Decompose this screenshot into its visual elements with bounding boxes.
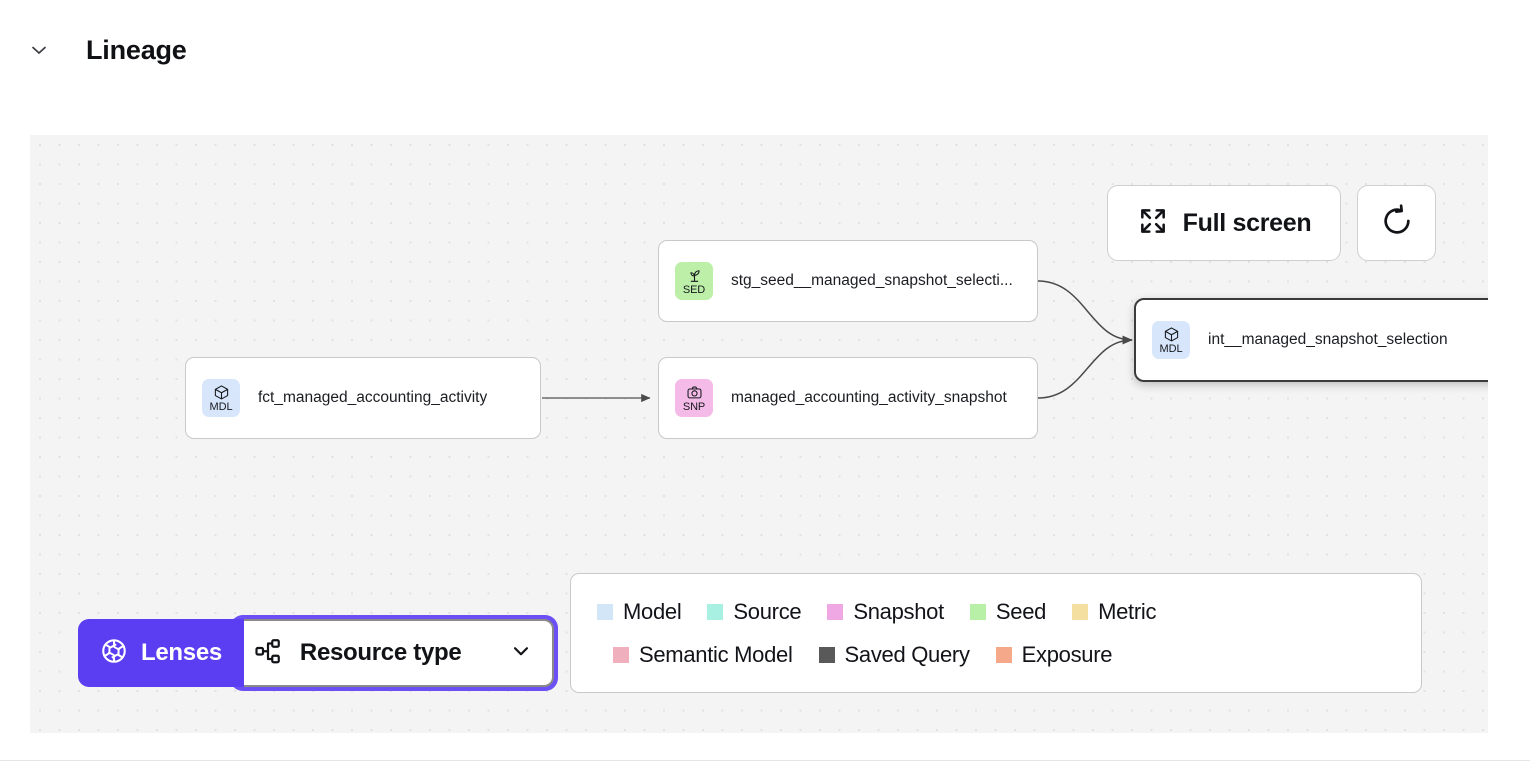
edge-snapshot-to-int	[1037, 335, 1133, 399]
legend-swatch	[613, 646, 629, 663]
hierarchy-icon	[254, 636, 284, 671]
full-screen-button[interactable]: Full screen	[1107, 185, 1341, 261]
legend-swatch	[1072, 603, 1089, 620]
cube-icon: MDL	[202, 379, 240, 417]
full-screen-label: Full screen	[1182, 208, 1312, 237]
node-label: int__managed_snapshot_selection	[1208, 331, 1448, 348]
legend-item-snapshot: Snapshot	[827, 599, 944, 625]
node-badge-text: MDL	[209, 400, 233, 413]
legend-label: Metric	[1098, 598, 1157, 624]
expand-arrows-icon	[1137, 205, 1169, 242]
node-badge-text: SED	[682, 283, 706, 296]
lineage-node-fct-managed-accounting-activity[interactable]: MDL fct_managed_accounting_activity	[185, 357, 541, 439]
legend-label: Snapshot	[853, 598, 944, 624]
lineage-node-int-managed-snapshot-selection[interactable]: MDL int__managed_snapshot_selection	[1134, 298, 1488, 382]
legend-item-seed: Seed	[969, 598, 1047, 625]
legend-label: Seed	[995, 598, 1047, 624]
canvas-toolbar: Full screen	[1107, 185, 1436, 261]
chevron-down-icon[interactable]	[22, 33, 56, 67]
legend-item-model: Model	[597, 598, 682, 625]
legend-swatch	[995, 646, 1012, 663]
refresh-icon	[1380, 203, 1414, 243]
legend-label: Exposure	[1021, 641, 1113, 667]
lineage-node-managed-accounting-activity-snapshot[interactable]: SNP managed_accounting_activity_snapshot	[658, 357, 1038, 439]
legend-swatch	[818, 646, 835, 663]
legend-item-semantic-model: Semantic Model	[613, 642, 793, 668]
seedling-icon: SED	[675, 262, 713, 300]
legend-item-source: Source	[707, 598, 802, 625]
legend-swatch	[827, 603, 844, 620]
lineage-legend: Model Source Snapshot Seed Metric S	[570, 573, 1422, 693]
node-label: stg_seed__managed_snapshot_selecti...	[731, 272, 1013, 289]
chevron-down-icon	[508, 638, 534, 669]
legend-item-exposure: Exposure	[995, 641, 1113, 668]
aperture-icon	[100, 637, 128, 670]
lenses-button[interactable]: Lenses	[78, 619, 244, 687]
page-title: Lineage	[86, 34, 187, 65]
lenses-label: Lenses	[141, 639, 222, 666]
node-label: managed_accounting_activity_snapshot	[731, 389, 1007, 406]
resource-type-focus-ring[interactable]: Resource type	[229, 615, 558, 691]
legend-item-metric: Metric	[1072, 599, 1156, 625]
legend-item-saved-query: Saved Query	[818, 641, 970, 668]
legend-swatch	[707, 603, 724, 620]
legend-swatch	[597, 603, 613, 620]
legend-row-primary: Model Source Snapshot Seed Metric	[597, 599, 1395, 625]
legend-label: Saved Query	[844, 641, 970, 667]
legend-label: Semantic Model	[639, 641, 793, 667]
camera-icon: SNP	[675, 379, 713, 417]
lineage-section-header: Lineage	[0, 0, 1530, 100]
resource-type-label: Resource type	[299, 639, 462, 666]
refresh-button[interactable]	[1357, 185, 1436, 261]
node-badge-text: SNP	[682, 400, 706, 413]
edge-seed-to-int	[1037, 280, 1133, 345]
legend-row-secondary: Semantic Model Saved Query Exposure	[597, 642, 1395, 668]
legend-swatch	[969, 603, 986, 620]
lineage-canvas[interactable]: MDL fct_managed_accounting_activity SED …	[30, 135, 1488, 733]
resource-type-dropdown[interactable]: Resource type	[233, 619, 554, 687]
lineage-node-stg-seed-managed-snapshot-selection[interactable]: SED stg_seed__managed_snapshot_selecti..…	[658, 240, 1038, 322]
legend-label: Source	[733, 598, 802, 624]
lenses-controls: Lenses Resource type	[78, 615, 558, 691]
section-divider	[0, 760, 1530, 761]
cube-icon: MDL	[1152, 321, 1190, 359]
node-badge-text: MDL	[1159, 342, 1183, 355]
legend-label: Model	[623, 598, 682, 624]
node-label: fct_managed_accounting_activity	[258, 389, 488, 406]
